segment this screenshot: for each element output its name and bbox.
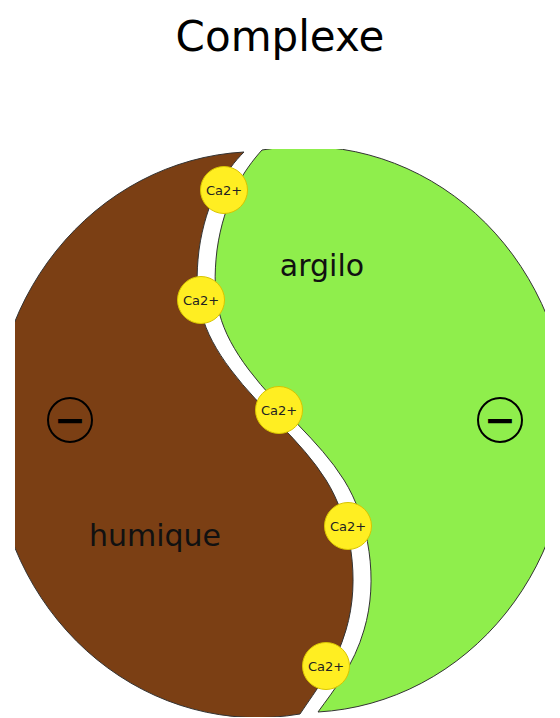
title: Complexe xyxy=(176,12,385,61)
calcium-ion: Ca2+ xyxy=(200,166,248,214)
region-label-holder: humique xyxy=(89,518,221,553)
calcium-ion: Ca2+ xyxy=(324,502,372,550)
node-label: − xyxy=(484,401,516,439)
charge-circle: − xyxy=(477,397,523,443)
title-holder: Complexe xyxy=(0,12,560,61)
node-label: − xyxy=(54,401,86,439)
calcium-ion: Ca2+ xyxy=(302,642,350,690)
node-label: Ca2+ xyxy=(308,660,344,673)
node-label: Ca2+ xyxy=(206,184,242,197)
node-label: Ca2+ xyxy=(261,404,297,417)
node-label: argilo xyxy=(280,248,364,283)
calcium-ion: Ca2+ xyxy=(177,276,225,324)
node-label: Ca2+ xyxy=(330,520,366,533)
calcium-ion: Ca2+ xyxy=(255,386,303,434)
region-label-holder: argilo xyxy=(280,248,364,283)
node-label: Ca2+ xyxy=(183,294,219,307)
region-outline xyxy=(215,149,545,712)
charge-circle: − xyxy=(47,397,93,443)
node-label: humique xyxy=(89,518,221,553)
